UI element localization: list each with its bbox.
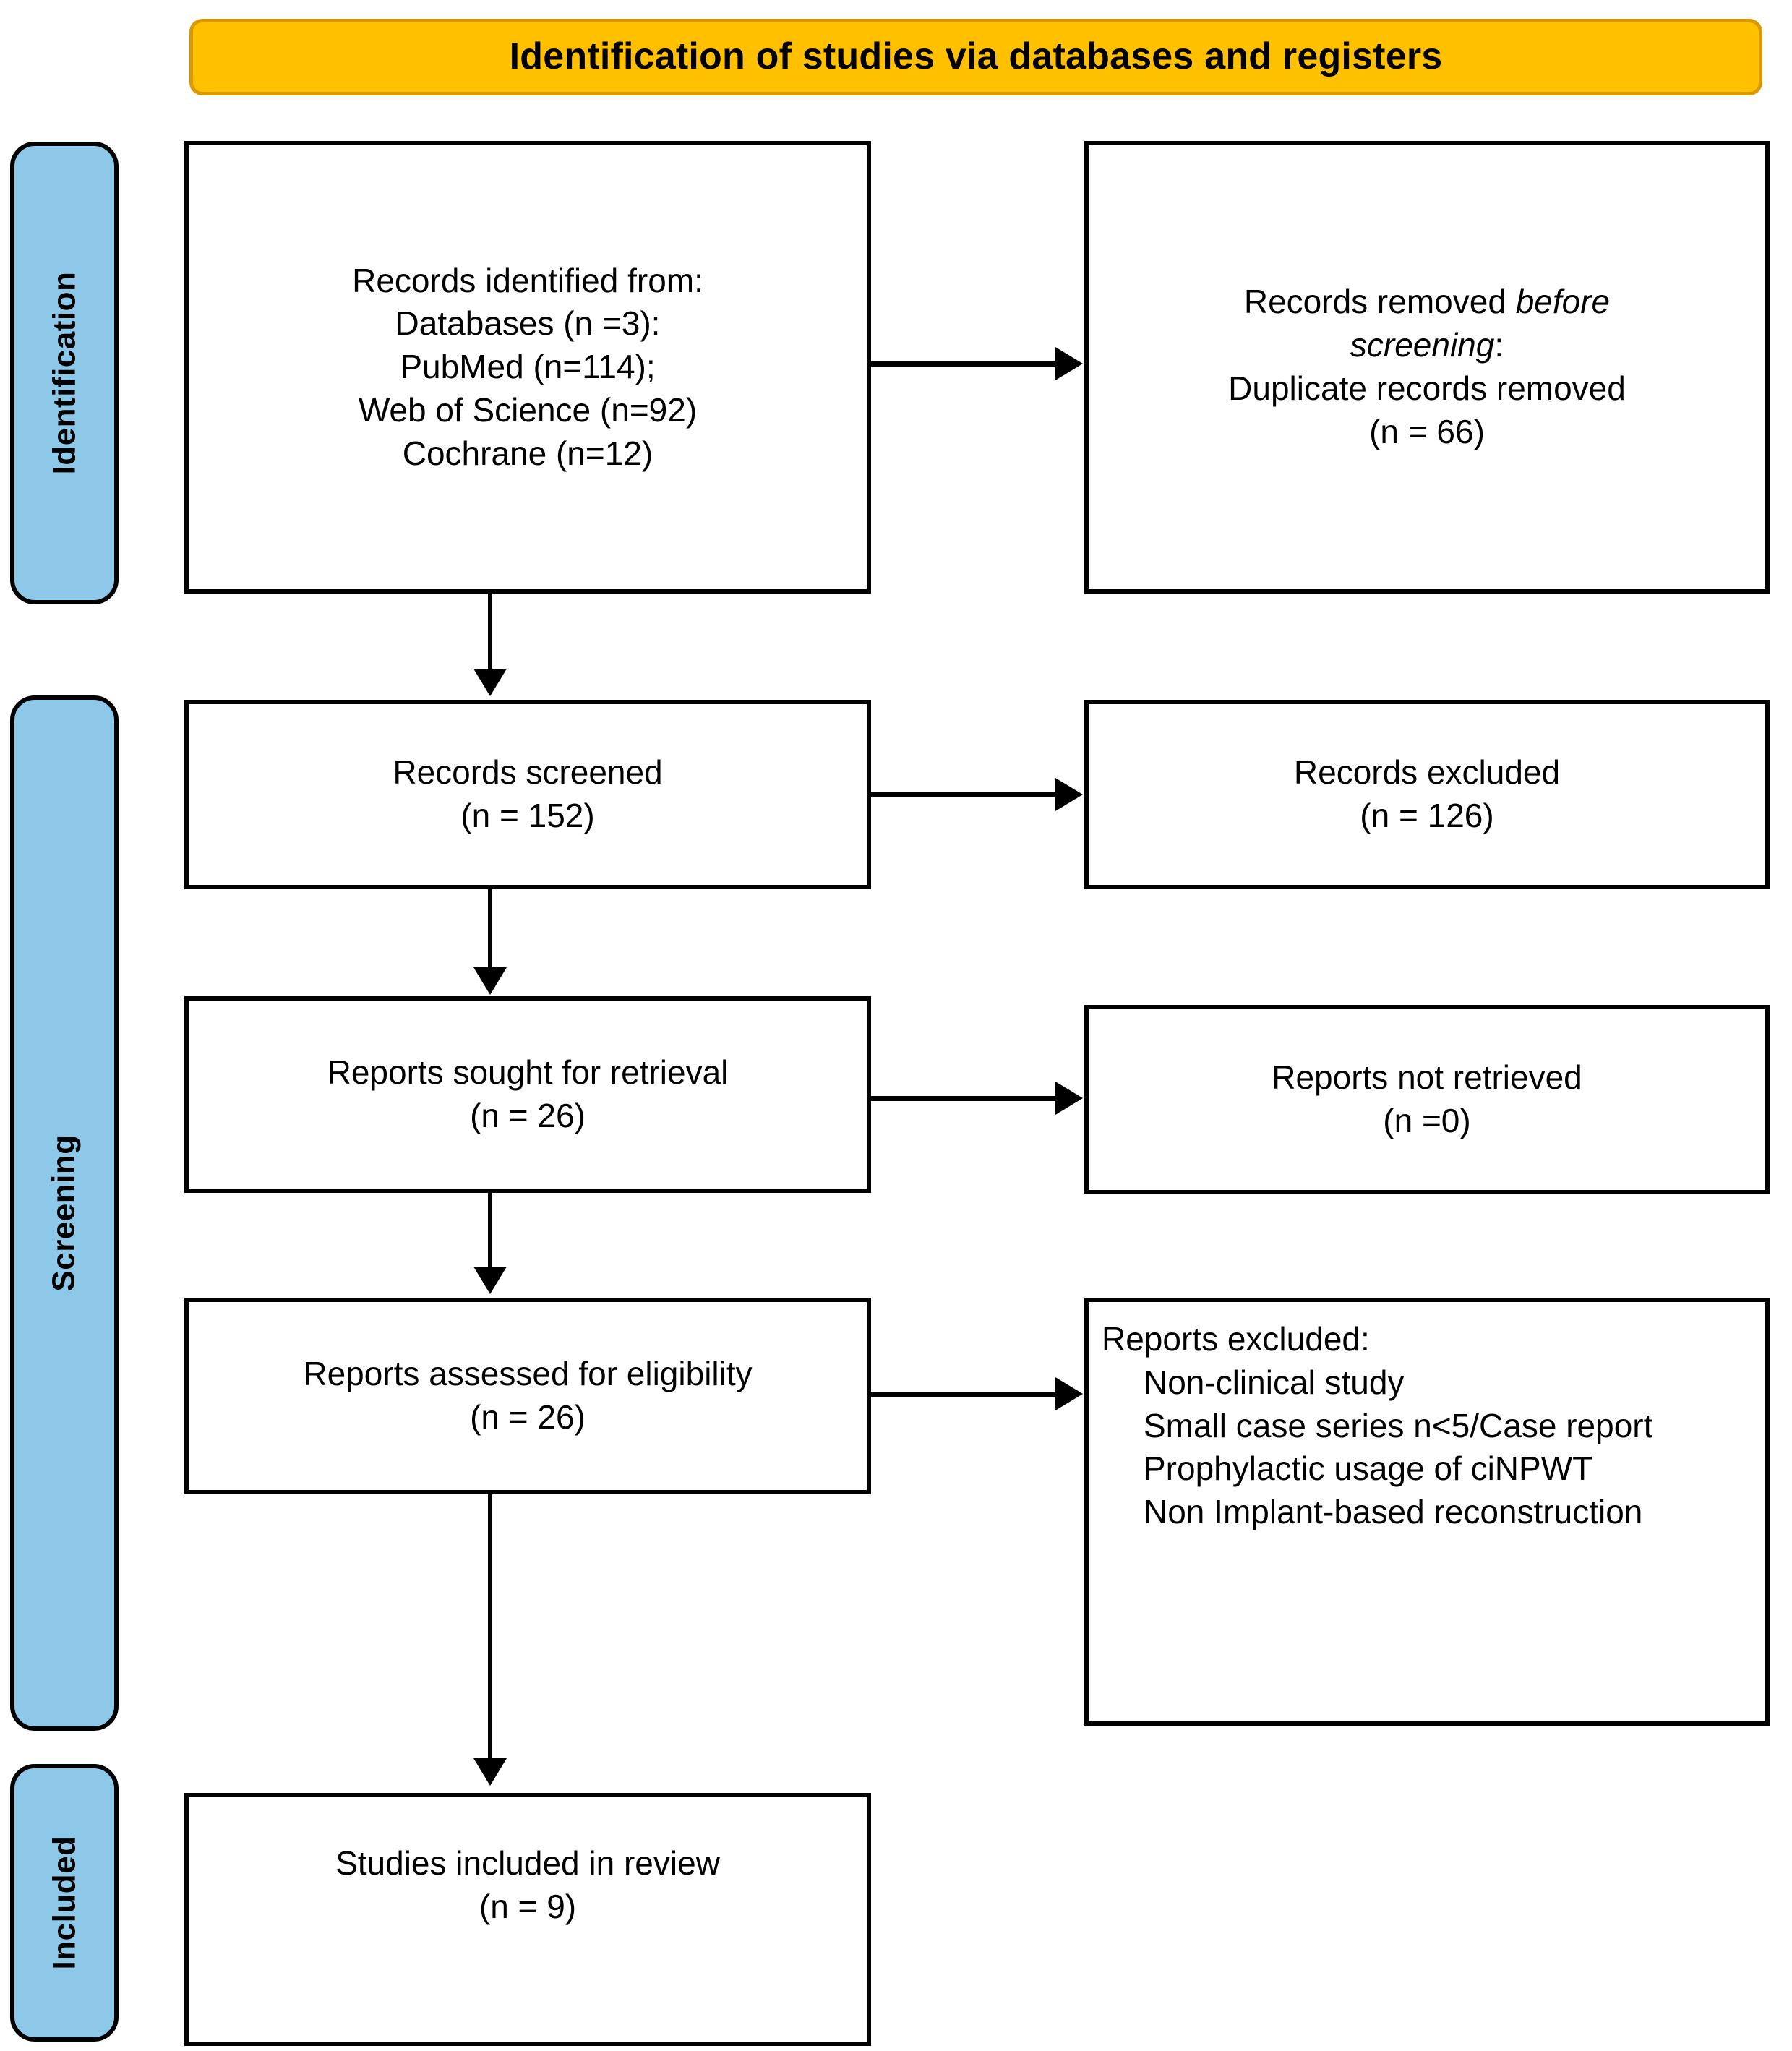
arrowhead-identified-to-removed bbox=[1055, 347, 1083, 380]
records-removed-line-2: screening: bbox=[1102, 324, 1752, 367]
reports-excluded-reason-2: Small case series n<5/Case report bbox=[1144, 1406, 1653, 1444]
connector-screened-to-excluded bbox=[871, 792, 1058, 797]
records-identified-line-3: PubMed (n=114); bbox=[400, 348, 656, 386]
reports-excluded-reason-1: Non-clinical study bbox=[1144, 1363, 1405, 1401]
reports-excluded-reason-3: Prophylactic usage of ciNPWT bbox=[1144, 1450, 1593, 1488]
records-screened-count: (n = 152) bbox=[460, 797, 595, 834]
arrowhead-sought-to-not-retrieved bbox=[1055, 1082, 1083, 1115]
reports-assessed-label: Reports assessed for eligibility bbox=[303, 1355, 753, 1393]
box-reports-sought: Reports sought for retrieval (n = 26) bbox=[184, 996, 871, 1193]
box-reports-excluded-text: Reports excluded: Non-clinical study Sma… bbox=[1102, 1318, 1752, 1534]
arrowhead-assessed-to-excluded bbox=[1055, 1377, 1083, 1410]
connector-identified-to-removed bbox=[871, 361, 1058, 367]
studies-included-count: (n = 9) bbox=[479, 1887, 577, 1925]
reports-excluded-reason-4: Non Implant-based reconstruction bbox=[1144, 1493, 1643, 1531]
records-identified-line-5: Cochrane (n=12) bbox=[402, 434, 653, 472]
records-excluded-count: (n = 126) bbox=[1360, 797, 1494, 834]
box-records-removed-text: Records removed before screening: Duplic… bbox=[1102, 281, 1752, 453]
stage-label-included-text: Included bbox=[46, 1836, 82, 1970]
arrowhead-sought-to-assessed bbox=[473, 1267, 507, 1294]
box-records-identified-text: Records identified from: Databases (n =3… bbox=[202, 260, 854, 476]
box-records-screened-text: Records screened (n = 152) bbox=[202, 751, 854, 838]
box-records-screened: Records screened (n = 152) bbox=[184, 700, 871, 889]
records-removed-before: before bbox=[1515, 283, 1611, 321]
records-identified-line-4: Web of Science (n=92) bbox=[358, 390, 698, 429]
reports-not-retrieved-count: (n =0) bbox=[1383, 1102, 1471, 1139]
arrowhead-screened-to-excluded bbox=[1055, 778, 1083, 811]
arrowhead-screened-to-sought bbox=[473, 967, 507, 995]
arrowhead-identified-to-screened bbox=[473, 669, 507, 696]
box-records-removed: Records removed before screening: Duplic… bbox=[1084, 141, 1770, 594]
box-reports-sought-text: Reports sought for retrieval (n = 26) bbox=[202, 1051, 854, 1138]
records-screened-label: Records screened bbox=[393, 753, 663, 792]
stage-label-screening: Screening bbox=[10, 695, 119, 1731]
reports-assessed-count: (n = 26) bbox=[470, 1398, 586, 1436]
records-removed-line-3: Duplicate records removed bbox=[1228, 369, 1626, 407]
connector-assessed-to-excluded bbox=[871, 1392, 1058, 1397]
box-studies-included-text: Studies included in review (n = 9) bbox=[202, 1842, 854, 1929]
box-reports-excluded: Reports excluded: Non-clinical study Sma… bbox=[1084, 1298, 1770, 1726]
reports-not-retrieved-label: Reports not retrieved bbox=[1272, 1058, 1582, 1097]
stage-label-included: Included bbox=[10, 1764, 119, 2042]
box-reports-assessed: Reports assessed for eligibility (n = 26… bbox=[184, 1298, 871, 1494]
records-removed-line-4: (n = 66) bbox=[1369, 412, 1485, 450]
records-removed-colon: : bbox=[1494, 326, 1504, 364]
reports-excluded-heading: Reports excluded: bbox=[1102, 1320, 1370, 1358]
connector-screened-to-sought bbox=[488, 889, 492, 970]
records-identified-line-1: Records identified from: bbox=[352, 261, 703, 299]
diagram-title: Identification of studies via databases … bbox=[509, 35, 1443, 78]
records-removed-prefix: Records removed bbox=[1243, 283, 1516, 321]
records-removed-screening: screening bbox=[1350, 326, 1495, 364]
records-removed-line-1: Records removed before bbox=[1102, 281, 1752, 324]
connector-sought-to-assessed bbox=[488, 1193, 492, 1269]
diagram-title-banner: Identification of studies via databases … bbox=[189, 19, 1762, 95]
reports-sought-count: (n = 26) bbox=[470, 1097, 586, 1134]
connector-sought-to-not-retrieved bbox=[871, 1096, 1058, 1101]
reports-sought-label: Reports sought for retrieval bbox=[327, 1053, 729, 1092]
box-reports-not-retrieved: Reports not retrieved (n =0) bbox=[1084, 1005, 1770, 1194]
box-records-excluded-text: Records excluded (n = 126) bbox=[1102, 751, 1752, 838]
box-studies-included: Studies included in review (n = 9) bbox=[184, 1793, 871, 2046]
arrowhead-assessed-to-included bbox=[473, 1758, 507, 1786]
box-records-excluded: Records excluded (n = 126) bbox=[1084, 700, 1770, 889]
records-identified-line-2: Databases (n =3): bbox=[395, 304, 661, 343]
connector-identified-to-screened bbox=[488, 594, 492, 672]
studies-included-label: Studies included in review bbox=[335, 1844, 720, 1882]
box-records-identified: Records identified from: Databases (n =3… bbox=[184, 141, 871, 594]
stage-label-identification: Identification bbox=[10, 142, 119, 604]
box-reports-not-retrieved-text: Reports not retrieved (n =0) bbox=[1102, 1056, 1752, 1143]
connector-assessed-to-included bbox=[488, 1494, 492, 1762]
box-reports-assessed-text: Reports assessed for eligibility (n = 26… bbox=[202, 1353, 854, 1439]
records-excluded-label: Records excluded bbox=[1293, 753, 1561, 792]
stage-label-identification-text: Identification bbox=[46, 271, 82, 475]
stage-label-screening-text: Screening bbox=[46, 1134, 82, 1292]
